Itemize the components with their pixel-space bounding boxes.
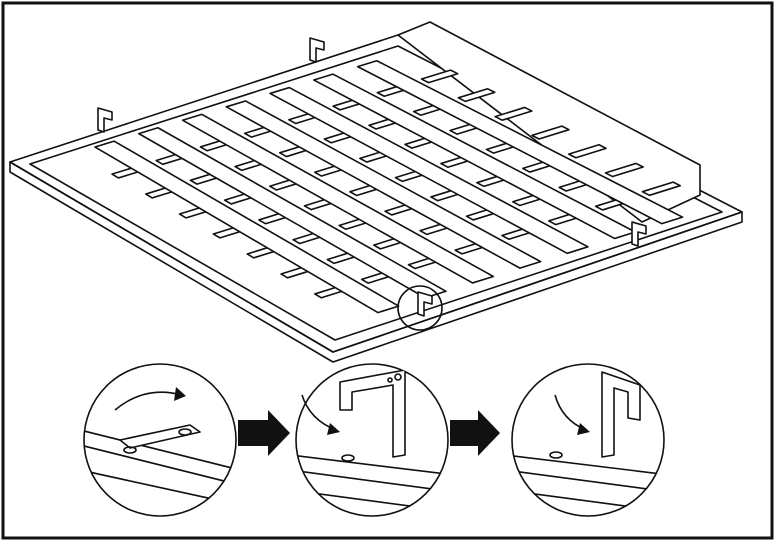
mounting-clip	[309, 37, 325, 63]
right-arrow-icon	[238, 410, 290, 456]
mounting-clip	[417, 291, 433, 317]
slat	[269, 86, 589, 255]
led-panel-illustration	[9, 21, 743, 363]
step-2-detail	[295, 363, 449, 517]
cross-bar	[604, 162, 644, 178]
panel-inner-frame	[29, 45, 723, 341]
slat	[137, 126, 447, 299]
curved-arrow-head-icon	[577, 423, 590, 435]
cross-bar	[494, 106, 533, 121]
cross-bar	[531, 125, 570, 140]
slat	[181, 113, 495, 284]
curved-arrow-head-icon	[327, 423, 340, 435]
cross-bar	[457, 87, 496, 103]
detail-highlight-circle	[397, 285, 443, 331]
panel-frame-edge	[9, 161, 743, 363]
step-1-detail	[83, 363, 237, 517]
mounting-clips	[97, 37, 647, 317]
mounting-clip	[97, 107, 113, 133]
step-3-detail	[511, 363, 665, 517]
mounting-clip	[631, 221, 647, 247]
curved-arrow-head-icon	[174, 387, 186, 401]
slat	[225, 100, 542, 269]
installation-steps	[83, 363, 665, 517]
right-arrow-icon	[450, 410, 500, 456]
cross-bar	[641, 181, 682, 197]
cross-bar	[567, 143, 607, 159]
cross-bar	[420, 69, 459, 84]
slat-grid	[94, 59, 684, 314]
slat	[356, 59, 684, 225]
